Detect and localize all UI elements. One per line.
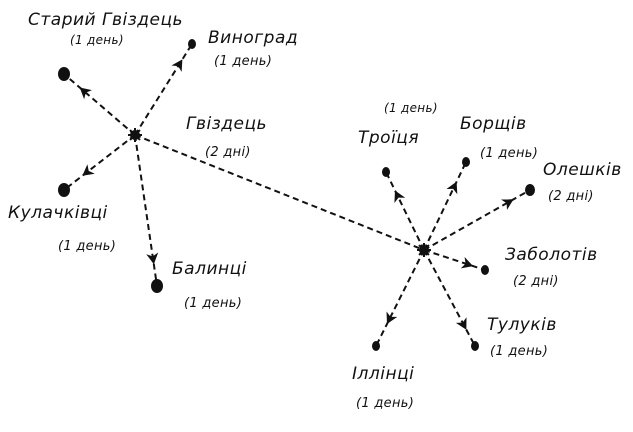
arrowhead-zabolotiv	[460, 256, 474, 269]
label-bortsiv-duration: (1 день)	[480, 146, 539, 161]
label-illintsi-duration: (1 день)	[356, 396, 415, 411]
place-dot-bortsiv	[462, 157, 470, 167]
label-illintsi-name: Іллінці	[352, 364, 415, 384]
hub-node-centre	[417, 243, 431, 257]
arrowhead-oleshkiv	[501, 199, 514, 210]
arrowhead-bortsiv	[446, 181, 458, 195]
edge-centre-illintsi	[375, 249, 425, 347]
edge-hvizdets-balyntsi	[134, 134, 158, 287]
arrowhead-staryi	[79, 87, 92, 100]
place-dot-tulukiv	[471, 341, 479, 351]
label-kulachkivtsi-duration: (1 день)	[58, 239, 117, 254]
label-balyntsi-duration: (1 день)	[184, 296, 243, 311]
label-staryi-duration: (1 день)	[70, 33, 124, 47]
label-kulachkivtsi-name: Кулачківці	[8, 203, 108, 223]
edge-hvizdets-staryi	[63, 73, 136, 136]
edge-hvizdets-centre	[134, 134, 425, 251]
label-zabolotiv-duration: (2 дні)	[513, 274, 559, 289]
hub-node-hvizdets	[128, 128, 142, 142]
place-dot-vynohrad	[188, 39, 196, 49]
edge-centre-troitsia	[385, 171, 425, 251]
arrowhead-troitsia	[394, 190, 406, 203]
place-dot-illintsi	[372, 341, 380, 351]
label-troitsia-duration: (1 день)	[384, 101, 438, 115]
label-troitsia-name: Троїця	[358, 128, 420, 148]
arrowhead-tulukiv	[455, 317, 467, 330]
edge-hvizdets-kulachkivtsi	[63, 134, 136, 191]
label-balyntsi-name: Балинці	[172, 259, 247, 279]
label-zabolotiv-name: Заболотів	[505, 245, 598, 265]
place-dot-staryi	[58, 67, 70, 81]
label-hvizdets-name: Гвіздець	[186, 114, 268, 134]
arrowhead-balyntsi	[146, 252, 159, 265]
label-tulukiv-name: Тулуків	[487, 315, 557, 335]
label-oleshkiv-name: Олешків	[543, 160, 622, 180]
label-oleshkiv-duration: (2 дні)	[548, 189, 594, 204]
place-dot-zabolotiv	[481, 265, 489, 275]
place-dot-balyntsi	[151, 279, 163, 293]
label-hvizdets-duration: (2 дні)	[205, 145, 251, 160]
label-vynohrad-duration: (1 день)	[214, 54, 273, 69]
arrowhead-illintsi	[386, 311, 398, 325]
label-tulukiv-duration: (1 день)	[490, 344, 549, 359]
edge-centre-bortsiv	[423, 161, 467, 251]
label-bortsiv-name: Борщів	[460, 114, 527, 134]
arrowhead-vynohrad	[171, 59, 183, 72]
edge-hvizdets-vynohrad	[134, 43, 193, 136]
label-vynohrad-name: Виноград	[208, 28, 299, 48]
label-staryi-name: Старий Гвіздець	[28, 10, 184, 30]
place-dot-troitsia	[382, 167, 390, 177]
place-dot-oleshkiv	[525, 184, 535, 196]
place-dot-kulachkivtsi	[58, 183, 70, 197]
edge-centre-zabolotiv	[423, 249, 486, 271]
arrowhead-kulachkivtsi	[82, 164, 95, 176]
edge-centre-tulukiv	[423, 249, 476, 347]
edge-centre-oleshkiv	[423, 189, 531, 251]
